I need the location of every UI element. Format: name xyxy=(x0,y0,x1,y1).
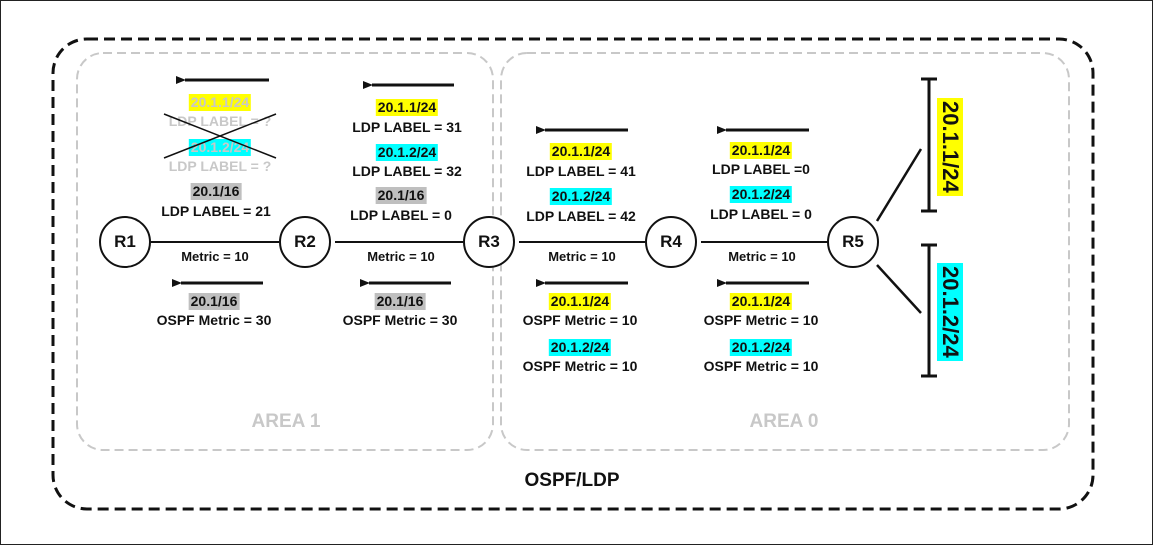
r2-ospf-summary-metric: OSPF Metric = 30 xyxy=(156,312,272,328)
metric-r4-r5: Metric = 10 xyxy=(728,249,796,264)
r3-ldp-prefix1: 20.1.1/24 xyxy=(375,99,439,116)
r5-ospf-prefix2: 20.1.2/24 xyxy=(729,339,793,356)
r5-ospf-metric1: OSPF Metric = 10 xyxy=(703,312,819,328)
r2-ldp-label2-unknown: LDP LABEL = ? xyxy=(168,158,272,174)
r4-ldp-label1: LDP LABEL = 41 xyxy=(526,163,636,179)
metric-r3-r4: Metric = 10 xyxy=(548,249,616,264)
r5-ldp-prefix2: 20.1.2/24 xyxy=(729,186,793,203)
r3-ldp-label1: LDP LABEL = 31 xyxy=(352,119,462,135)
router-r3: R3 xyxy=(463,216,515,268)
r3-ospf-summary-metric: OSPF Metric = 30 xyxy=(342,312,458,328)
r4-ospf-metric2: OSPF Metric = 10 xyxy=(522,358,638,374)
r2-ospf-summary-prefix: 20.1/16 xyxy=(188,293,240,310)
area0-title: AREA 0 xyxy=(749,411,819,432)
r3-ldp-summary-label: LDP LABEL = 0 xyxy=(350,207,452,223)
r2-ldp-prefix1-withdrawn: 20.1.1/24 xyxy=(188,94,252,111)
metric-r2-r3: Metric = 10 xyxy=(367,249,435,264)
r5-lan1-prefix: 20.1.1/24 xyxy=(937,98,963,196)
r4-ldp-prefix2: 20.1.2/24 xyxy=(549,188,613,205)
r3-ldp-summary-prefix: 20.1/16 xyxy=(375,187,427,204)
r4-ospf-prefix1: 20.1.1/24 xyxy=(548,293,612,310)
r3-ldp-prefix2: 20.1.2/24 xyxy=(375,144,439,161)
router-r5-label: R5 xyxy=(842,232,864,251)
router-r2-label: R2 xyxy=(294,232,316,251)
r3-ldp-label2: LDP LABEL = 32 xyxy=(352,163,462,179)
r5-ldp-label2: LDP LABEL = 0 xyxy=(710,206,812,222)
metric-r1-r2: Metric = 10 xyxy=(181,249,249,264)
r2-ldp-label1-unknown: LDP LABEL = ? xyxy=(168,113,272,129)
r5-ldp-prefix1: 20.1.1/24 xyxy=(729,142,793,159)
r4-ospf-prefix2: 20.1.2/24 xyxy=(548,339,612,356)
router-r3-label: R3 xyxy=(478,232,500,251)
r3-ospf-summary-prefix: 20.1/16 xyxy=(374,293,426,310)
area1-title: AREA 1 xyxy=(251,411,321,432)
r2-ldp-prefix2-withdrawn: 20.1.2/24 xyxy=(188,139,252,156)
router-r2: R2 xyxy=(279,216,331,268)
link-r5-lan1 xyxy=(875,148,923,222)
link-r5-lan2 xyxy=(876,264,922,314)
r2-ldp-summary-prefix: 20.1/16 xyxy=(190,183,242,200)
r5-ospf-prefix1: 20.1.1/24 xyxy=(729,293,793,310)
r5-lan2-prefix: 20.1.2/24 xyxy=(937,263,963,361)
r2-ldp-summary-label: LDP LABEL = 21 xyxy=(161,203,271,219)
r4-ospf-metric1: OSPF Metric = 10 xyxy=(522,312,638,328)
router-r4: R4 xyxy=(645,216,697,268)
router-r1: R1 xyxy=(99,216,151,268)
r4-ldp-label2: LDP LABEL = 42 xyxy=(526,208,636,224)
r4-ldp-prefix1: 20.1.1/24 xyxy=(549,143,613,160)
r5-ospf-metric2: OSPF Metric = 10 xyxy=(703,358,819,374)
ospf-ldp-domain-boundary xyxy=(51,37,1095,511)
domain-title: OSPF/LDP xyxy=(524,470,620,491)
r5-ldp-label1: LDP LABEL =0 xyxy=(712,161,810,177)
router-r5: R5 xyxy=(827,216,879,268)
router-r1-label: R1 xyxy=(114,232,136,251)
router-r4-label: R4 xyxy=(660,232,682,251)
